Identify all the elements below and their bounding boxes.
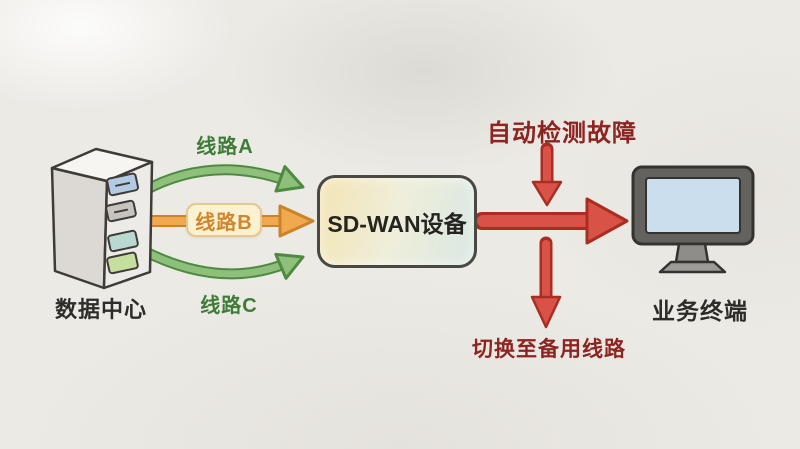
line-a-label: 线路A xyxy=(196,136,254,158)
terminal-label: 业务终端 xyxy=(652,298,748,324)
server-slot-4 xyxy=(106,251,139,275)
flow-arrow xyxy=(473,197,629,245)
monitor-icon xyxy=(631,165,755,274)
line-c-arrowhead xyxy=(274,252,305,280)
server-slot-1 xyxy=(106,172,139,197)
datacenter-label: 数据中心 xyxy=(54,297,147,322)
line-a-arrow xyxy=(136,164,305,198)
server-slot-3 xyxy=(107,229,139,253)
server-slot-2 xyxy=(105,199,137,223)
line-c-arrow xyxy=(136,244,305,280)
line-b-badge: 线路B xyxy=(186,203,262,237)
switch-backup-annotation: 切换至备用线路 xyxy=(472,338,626,361)
line-c-label: 线路C xyxy=(200,295,258,317)
sdwan-device-label: SD-WAN设备 xyxy=(327,210,467,237)
line-b-label: 线路B xyxy=(195,211,253,234)
fault-detect-arrow xyxy=(531,142,563,207)
line-a-arrowhead xyxy=(274,165,305,193)
server-icon xyxy=(50,147,154,290)
line-b-arrowhead xyxy=(278,204,315,238)
fault-detect-annotation: 自动检测故障 xyxy=(487,120,637,147)
sdwan-device-node: SD-WAN设备 xyxy=(317,175,477,268)
switch-backup-arrow xyxy=(530,236,562,329)
